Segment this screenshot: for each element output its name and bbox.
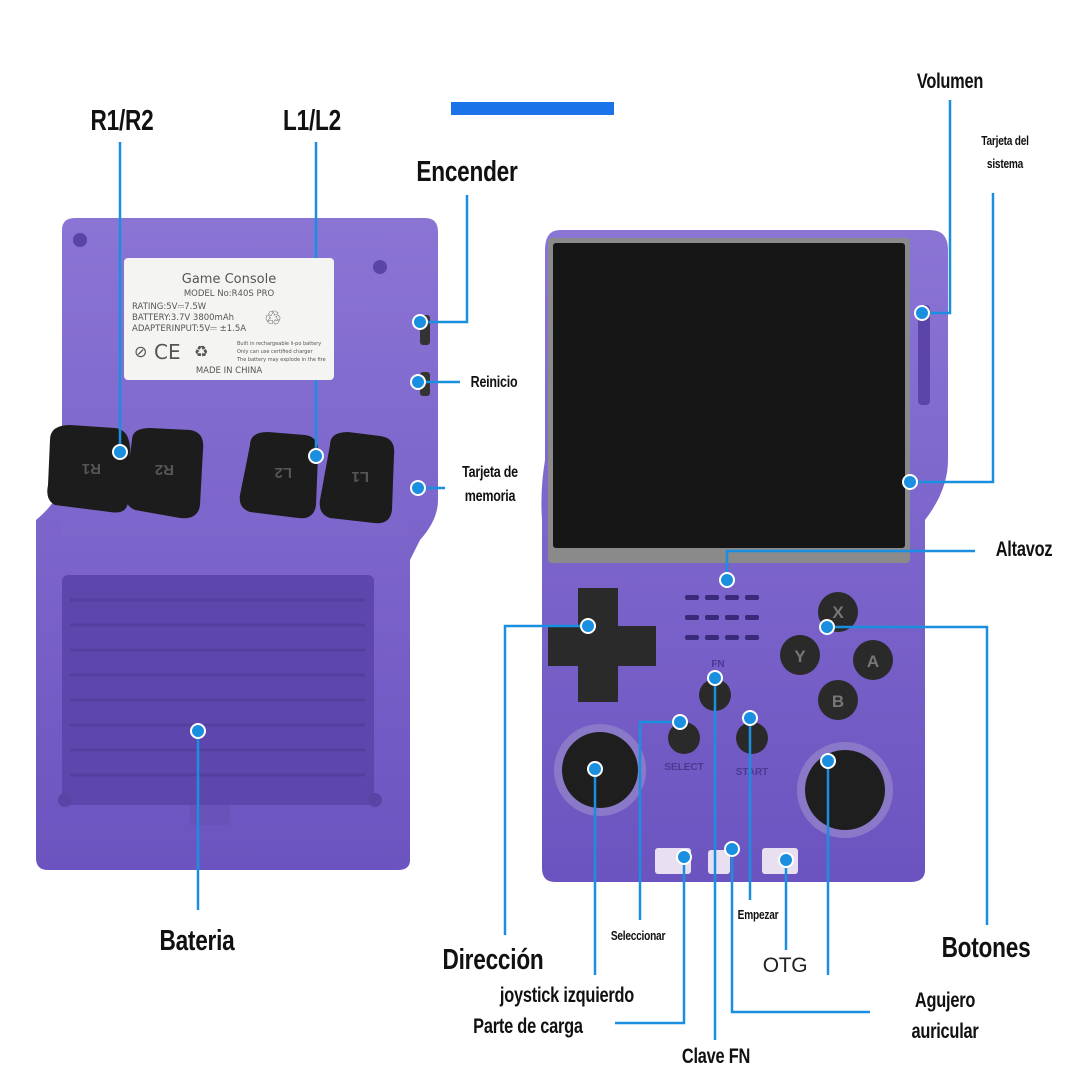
label-reset: Reinicio xyxy=(470,374,518,391)
callout-lines xyxy=(118,100,995,1040)
label-speaker: Altavoz xyxy=(995,538,1053,561)
r1-button xyxy=(47,425,130,513)
select-button xyxy=(668,722,700,754)
ce-mark: CE xyxy=(154,340,181,364)
battery-cover xyxy=(62,575,374,805)
headphone-jack xyxy=(708,850,730,874)
screen xyxy=(553,243,905,548)
label-charging-port: Parte de carga xyxy=(473,1015,583,1038)
l2-marking: L2 xyxy=(274,464,292,481)
device-back: R1 R2 L2 L1 xyxy=(36,218,438,870)
sticker-warning-1: Built in rechargeable li-po battery xyxy=(237,341,322,347)
x-marking: X xyxy=(832,603,844,622)
face-buttons xyxy=(780,592,893,720)
label-fn-key: Clave FN xyxy=(681,1045,751,1068)
sticker-origin: MADE IN CHINA xyxy=(195,366,263,376)
fn-marking: FN xyxy=(711,659,724,670)
start-marking: START xyxy=(736,767,769,778)
label-memory-card-2: memoria xyxy=(464,488,516,505)
l2-button xyxy=(239,432,319,519)
b-marking: B xyxy=(832,692,844,711)
label-direction: Dirección xyxy=(442,944,544,976)
label-battery: Bateria xyxy=(159,925,235,957)
recycle-icon: ♲ xyxy=(264,306,282,330)
a-marking: A xyxy=(867,652,879,671)
y-marking: Y xyxy=(794,647,806,666)
device-front: X Y A B FN SELECT START xyxy=(541,230,948,882)
l1-button xyxy=(319,432,395,524)
l1-marking: L1 xyxy=(351,468,369,485)
sticker-model: MODEL No:R40S PRO xyxy=(183,289,275,299)
sticker-warning-2: Only can use certified charger xyxy=(237,349,313,355)
callout-dots xyxy=(112,305,930,868)
sticker-rating: RATING:5V⎓7.5W xyxy=(132,302,207,312)
dpad xyxy=(548,588,656,702)
label-memory-card-1: Tarjeta de xyxy=(462,464,518,481)
label-left-joystick: joystick izquierdo xyxy=(499,984,635,1007)
r1-marking: R1 xyxy=(82,460,101,477)
right-joystick xyxy=(805,750,885,830)
sticker-adapter: ADAPTERINPUT:5V⎓ ±1.5A xyxy=(132,324,247,334)
r2-marking: R2 xyxy=(155,461,174,478)
volume-rocker xyxy=(918,305,930,405)
label-headphone-1: Agujero xyxy=(914,989,976,1012)
recycle-arrow-icon: ♻ xyxy=(194,342,209,361)
label-buttons: Botones xyxy=(941,932,1031,964)
sticker-battery: BATTERY:3.7V 3800mAh xyxy=(132,313,235,323)
label-select: Seleccionar xyxy=(610,928,666,943)
sticker-warning-3: The battery may explode in the fire xyxy=(237,357,326,363)
label-power: Encender xyxy=(416,156,518,188)
label-system-card-2: sistema xyxy=(986,156,1024,171)
label-system-card-1: Tarjeta del xyxy=(981,133,1029,148)
label-start: Empezar xyxy=(737,907,779,922)
label-volume: Volumen xyxy=(916,70,984,93)
r2-button xyxy=(124,428,204,519)
label-r1r2: R1/R2 xyxy=(90,105,154,137)
select-marking: SELECT xyxy=(664,762,703,773)
no-disposal-icon: ⊘ xyxy=(134,342,148,361)
start-button xyxy=(736,722,768,754)
label-otg: OTG xyxy=(762,954,808,977)
rating-sticker: Game Console MODEL No:R40S PRO RATING:5V… xyxy=(124,258,334,380)
speaker-grille xyxy=(685,595,759,640)
sticker-title: Game Console xyxy=(181,272,277,287)
label-headphone-2: auricular xyxy=(911,1020,979,1043)
label-l1l2: L1/L2 xyxy=(283,105,341,137)
accent-bar xyxy=(451,102,614,115)
